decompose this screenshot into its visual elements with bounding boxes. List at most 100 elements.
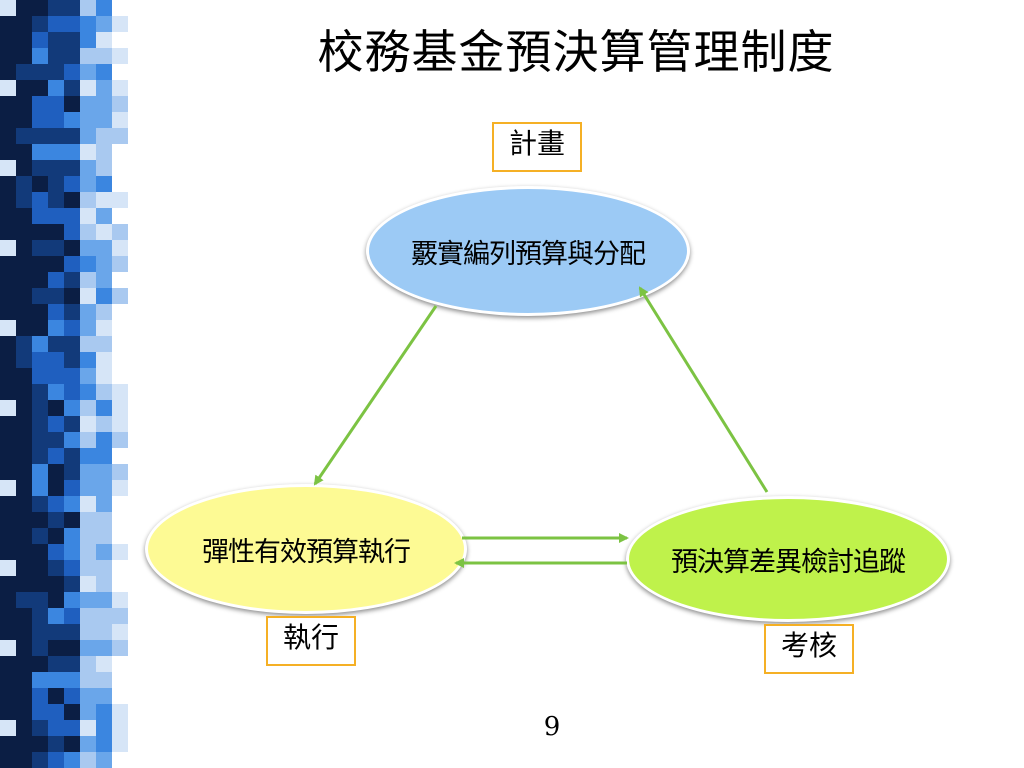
strip-tile — [0, 48, 16, 64]
strip-tile — [80, 80, 96, 96]
strip-tile — [16, 432, 32, 448]
strip-tile — [32, 0, 48, 16]
strip-tile — [96, 128, 112, 144]
strip-tile — [96, 704, 112, 720]
strip-tile — [64, 288, 80, 304]
strip-tile — [16, 384, 32, 400]
strip-tile — [0, 416, 16, 432]
strip-tile — [112, 160, 128, 176]
strip-tile — [80, 256, 96, 272]
strip-tile — [64, 416, 80, 432]
review-node: 預決算差異檢討追蹤 — [626, 496, 950, 622]
strip-tile — [112, 112, 128, 128]
strip-tile — [96, 16, 112, 32]
strip-tile — [48, 576, 64, 592]
strip-tile — [48, 560, 64, 576]
strip-tile — [16, 64, 32, 80]
strip-tile — [96, 400, 112, 416]
strip-tile — [48, 416, 64, 432]
strip-tile — [32, 752, 48, 768]
strip-tile — [64, 688, 80, 704]
strip-tile — [48, 656, 64, 672]
strip-tile — [32, 400, 48, 416]
strip-tile — [0, 560, 16, 576]
strip-tile — [96, 144, 112, 160]
strip-tile — [112, 560, 128, 576]
strip-tile — [16, 96, 32, 112]
strip-tile — [96, 96, 112, 112]
strip-tile — [80, 96, 96, 112]
strip-tile — [48, 304, 64, 320]
strip-tile — [32, 112, 48, 128]
strip-tile — [80, 480, 96, 496]
strip-tile — [112, 48, 128, 64]
strip-tile — [64, 576, 80, 592]
strip-tile — [0, 192, 16, 208]
strip-tile — [32, 576, 48, 592]
strip-tile — [64, 144, 80, 160]
strip-tile — [80, 640, 96, 656]
strip-tile — [32, 608, 48, 624]
strip-tile — [32, 304, 48, 320]
strip-tile — [80, 144, 96, 160]
strip-tile — [48, 608, 64, 624]
decorative-side-strip — [0, 0, 128, 768]
strip-tile — [32, 496, 48, 512]
strip-tile — [48, 592, 64, 608]
strip-tile — [32, 320, 48, 336]
strip-tile — [112, 128, 128, 144]
strip-tile — [0, 608, 16, 624]
strip-tile — [0, 656, 16, 672]
strip-tile — [64, 128, 80, 144]
strip-tile — [80, 576, 96, 592]
strip-tile — [0, 304, 16, 320]
strip-tile — [64, 480, 80, 496]
strip-tile — [112, 0, 128, 16]
strip-tile — [80, 384, 96, 400]
strip-tile — [112, 384, 128, 400]
strip-tile — [112, 480, 128, 496]
strip-tile — [64, 736, 80, 752]
strip-tile — [96, 496, 112, 512]
strip-tile — [112, 608, 128, 624]
strip-tile — [32, 448, 48, 464]
strip-tile — [16, 448, 32, 464]
strip-tile — [64, 624, 80, 640]
strip-tile — [64, 432, 80, 448]
strip-tile — [96, 448, 112, 464]
strip-tile — [48, 352, 64, 368]
strip-tile — [32, 144, 48, 160]
strip-tile — [80, 736, 96, 752]
strip-tile — [112, 192, 128, 208]
strip-tile — [48, 704, 64, 720]
strip-tile — [48, 64, 64, 80]
strip-tile — [96, 208, 112, 224]
strip-tile — [16, 240, 32, 256]
strip-tile — [96, 432, 112, 448]
strip-tile — [64, 496, 80, 512]
strip-tile — [96, 80, 112, 96]
strip-tile — [80, 208, 96, 224]
strip-tile — [32, 704, 48, 720]
strip-tile — [96, 656, 112, 672]
strip-tile — [96, 336, 112, 352]
strip-tile — [64, 272, 80, 288]
strip-tile — [32, 736, 48, 752]
strip-tile — [16, 480, 32, 496]
strip-tile — [48, 256, 64, 272]
strip-tile — [0, 256, 16, 272]
strip-tile — [16, 272, 32, 288]
strip-tile — [16, 256, 32, 272]
strip-tile — [0, 272, 16, 288]
strip-tile — [96, 304, 112, 320]
strip-tile — [32, 224, 48, 240]
strip-tile — [64, 240, 80, 256]
strip-tile — [32, 624, 48, 640]
strip-tile — [0, 368, 16, 384]
strip-tile — [64, 304, 80, 320]
strip-tile — [112, 448, 128, 464]
strip-tile — [80, 48, 96, 64]
strip-tile — [0, 112, 16, 128]
strip-tile — [64, 544, 80, 560]
